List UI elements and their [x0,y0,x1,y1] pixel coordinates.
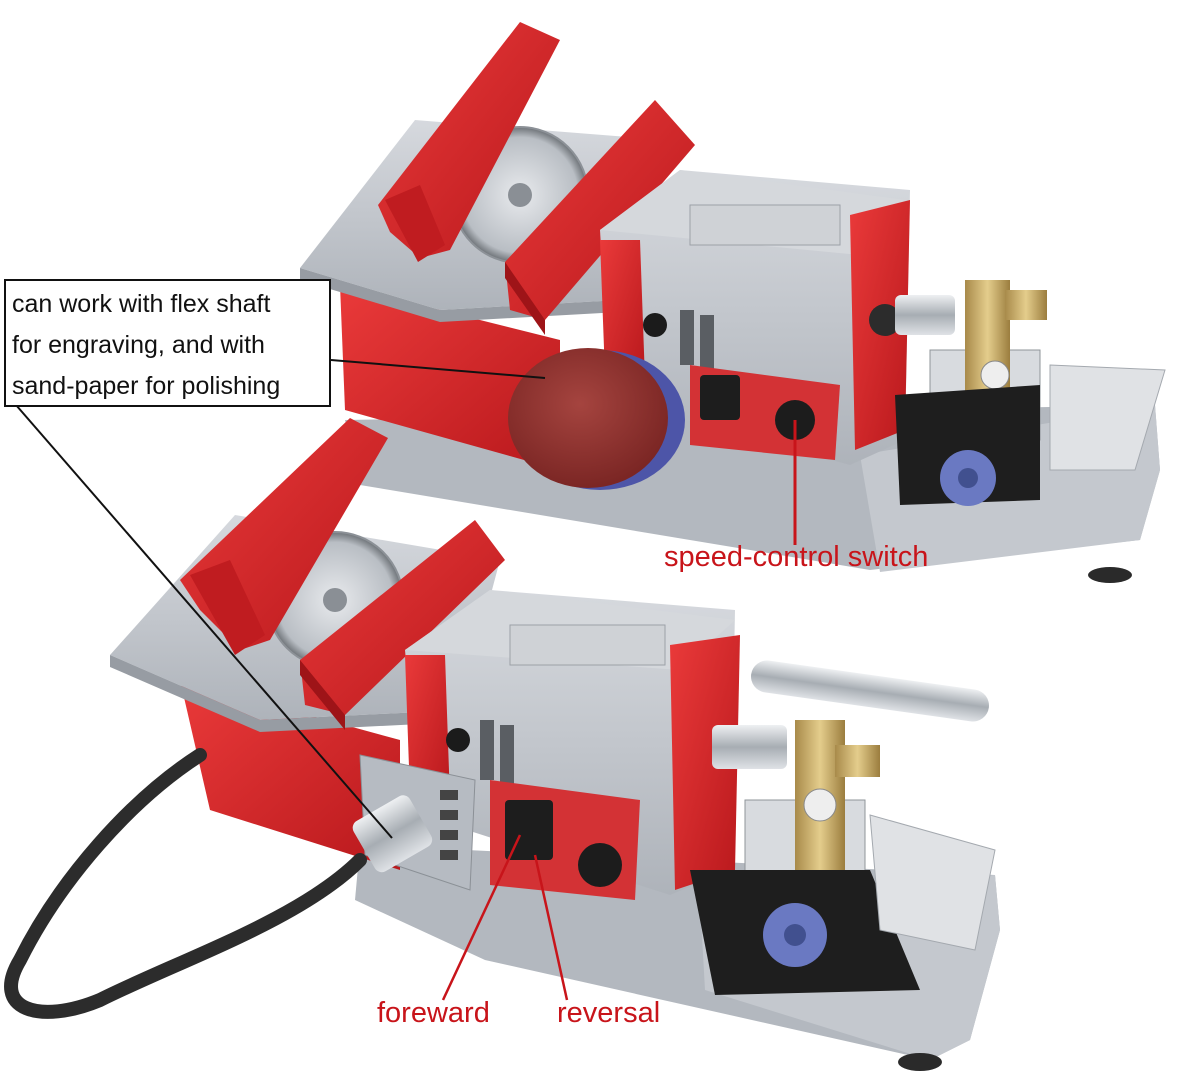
speed-control-label: speed-control switch [664,541,929,573]
callout-leader-disc [330,359,546,379]
reversal-label: reversal [557,997,661,1029]
callout-line-2: for engraving, and with [12,331,265,359]
reversal-leader [533,854,569,1001]
forward-leader [441,834,522,1001]
callout-line-1: can work with flex shaft [12,290,271,318]
machine-top [300,22,1166,583]
callout-leader-shaft [15,404,393,839]
flex-shaft-callout: can work with flex shaft for engraving, … [4,279,331,407]
machine-bottom [4,418,1000,1071]
callout-line-3: sand-paper for polishing [12,372,281,400]
forward-label: foreward [377,997,490,1029]
